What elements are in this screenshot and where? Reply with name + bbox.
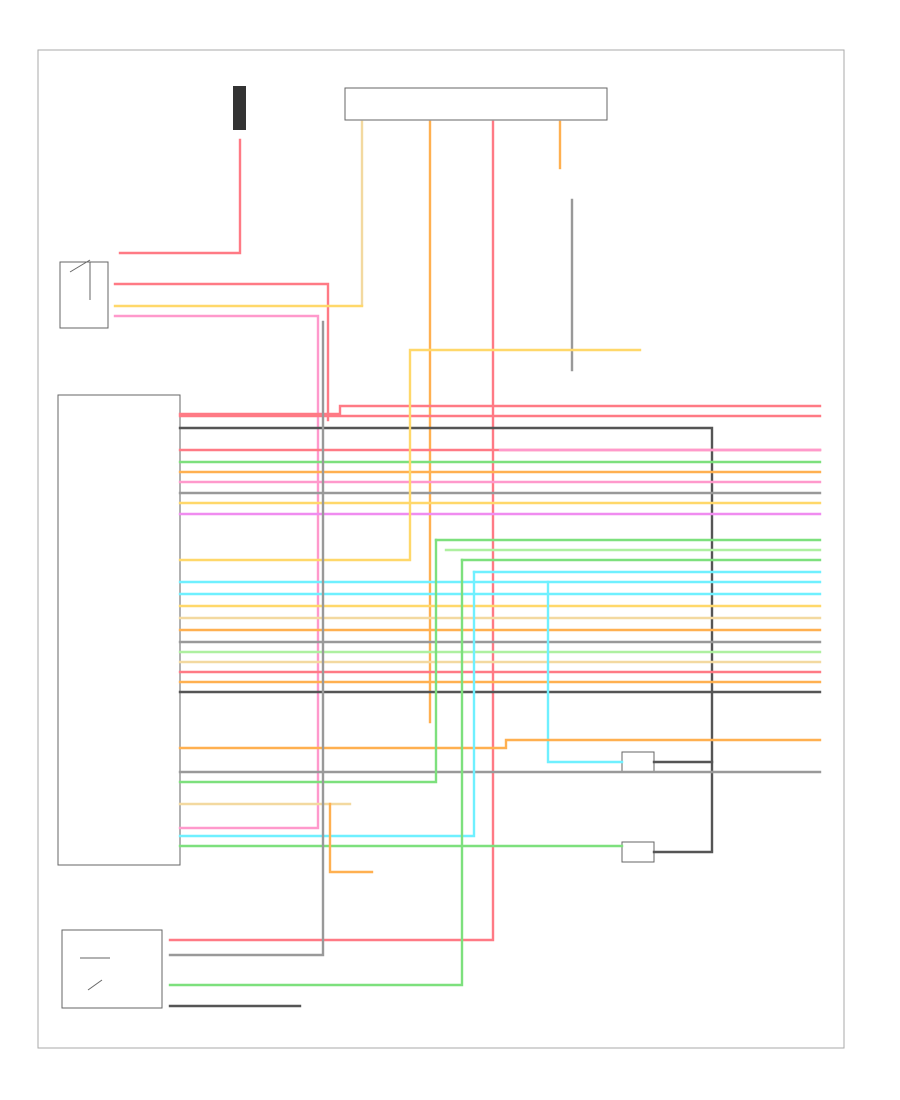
ebcm-module <box>57 394 181 866</box>
wire-lamp <box>178 348 642 562</box>
wires-group <box>113 120 822 1008</box>
relay-coil-icon <box>80 957 110 991</box>
wire-lo-cyan <box>178 570 476 838</box>
switch-contact-icon <box>69 259 91 300</box>
fusible-link-icon <box>233 86 246 130</box>
wire-switch-pink <box>113 314 320 830</box>
diagram-frame <box>37 49 845 1049</box>
wire-relay-gray <box>168 320 325 957</box>
wire-lo-green <box>178 538 438 784</box>
wire-m-cyan-down <box>546 580 624 764</box>
wire-fuse3-down <box>168 120 495 942</box>
left-front-wss <box>621 841 655 863</box>
wire-ground <box>178 426 714 852</box>
wire-lo-yellow <box>328 802 374 874</box>
pump-motor-relay <box>61 929 163 1009</box>
wire-lo-1 <box>178 738 822 750</box>
fuse-block <box>344 87 608 121</box>
wire-battery-feed <box>178 404 822 416</box>
stop-lamp-switch <box>59 261 109 329</box>
wire-relay-green <box>168 558 464 987</box>
right-front-wss <box>621 751 655 773</box>
wire-switch-red <box>113 282 330 422</box>
wire-fusible-to-switch <box>118 138 242 255</box>
